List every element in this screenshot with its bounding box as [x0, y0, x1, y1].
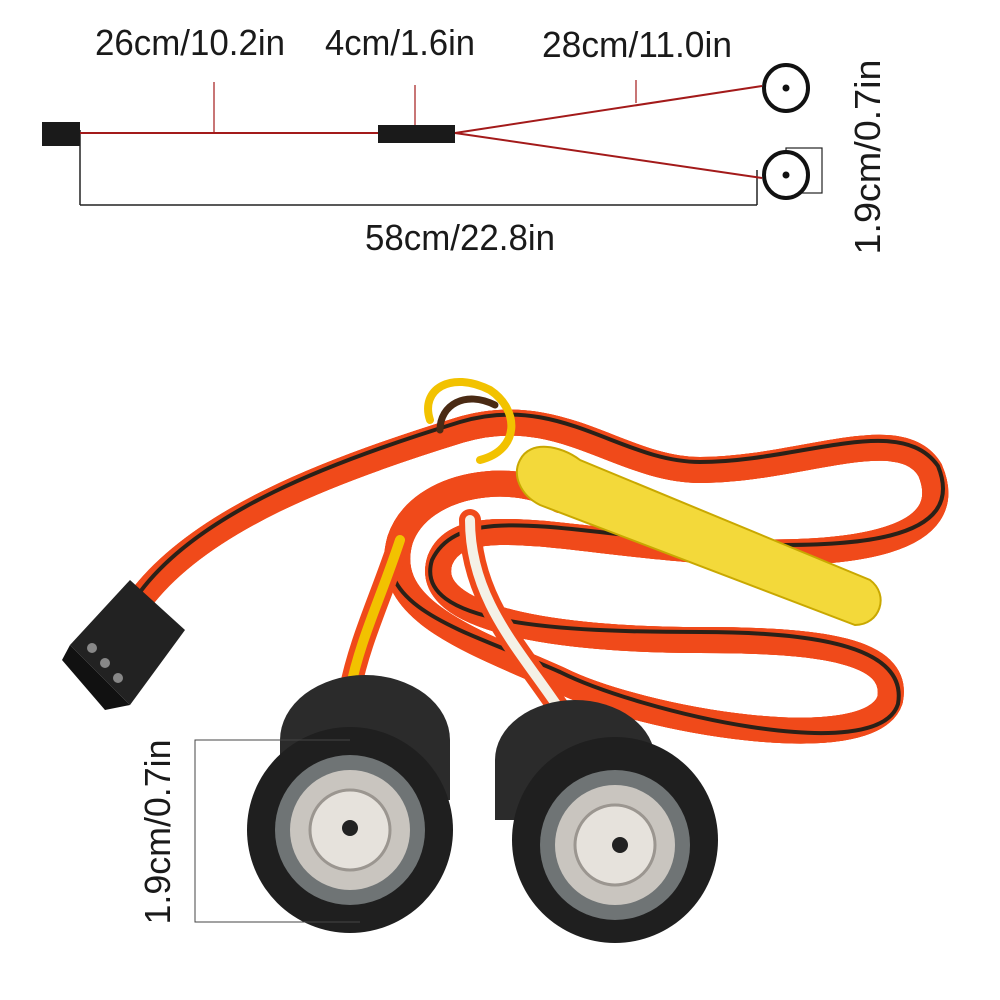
schematic: 26cm/10.2in 4cm/1.6in 28cm/11.0in 58cm/2…: [42, 22, 888, 258]
label-58cm: 58cm/22.8in: [365, 217, 555, 258]
control-module-block: [378, 125, 455, 143]
wire-branch-top: [454, 85, 763, 134]
label-photo-light-diameter: 1.9cm/0.7in: [137, 740, 178, 925]
control-module-sleeve: [515, 445, 882, 627]
servo-connector: [62, 580, 185, 710]
led-light-left: [247, 675, 453, 933]
wire-branch-bottom: [454, 132, 763, 179]
led-light-right: [495, 700, 718, 943]
connector-block: [42, 122, 80, 146]
wire-ribbon: [127, 377, 943, 733]
label-28cm: 28cm/11.0in: [542, 24, 732, 65]
label-26cm: 26cm/10.2in: [95, 22, 285, 63]
label-light-diameter: 1.9cm/0.7in: [847, 60, 888, 255]
light-top-center: [782, 84, 790, 92]
photo-dimension-bracket: [194, 739, 360, 923]
label-4cm: 4cm/1.6in: [325, 22, 475, 63]
light-bottom-center: [782, 171, 790, 179]
product-photo: 1.9cm/0.7in: [62, 377, 943, 943]
